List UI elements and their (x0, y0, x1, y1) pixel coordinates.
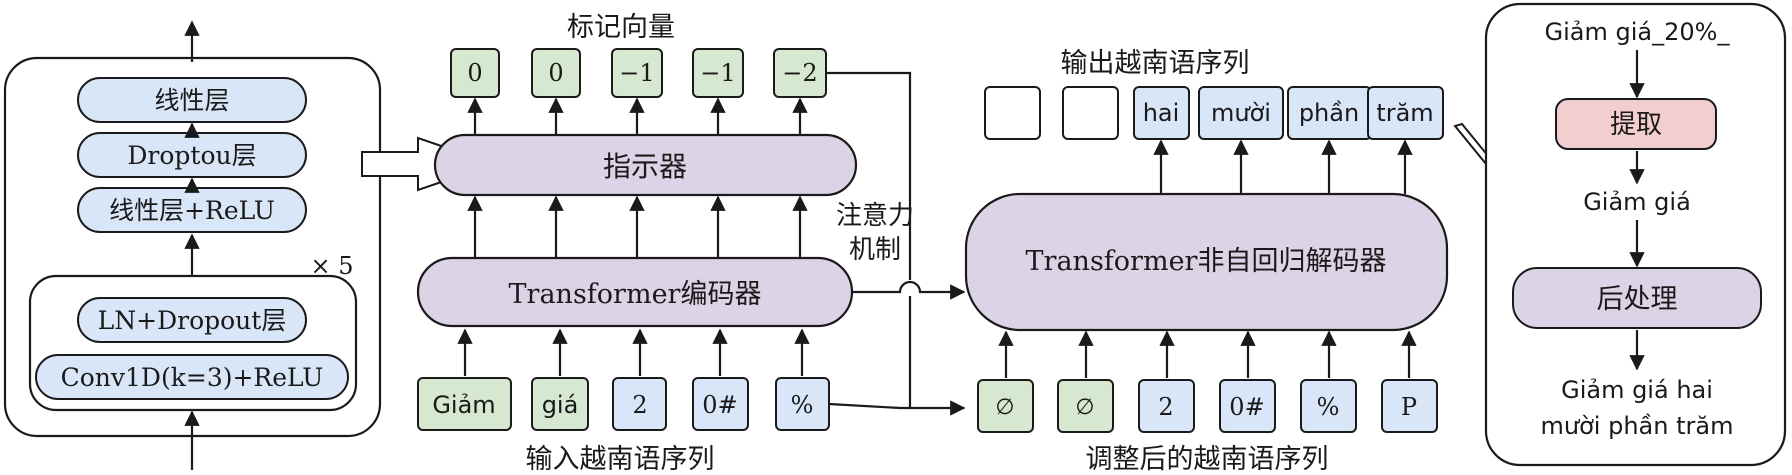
decoder-box: Transformer非自回归解码器 (964, 192, 1449, 332)
right-panel: Giảm giá_20%_ 提取 Giảm giá 后处理 Giảm giá h… (1484, 2, 1787, 467)
input-sequence: Giảm giá 2 0# % (417, 377, 830, 431)
svg-text:2: 2 (1158, 393, 1173, 421)
svg-text:0#: 0# (1229, 393, 1264, 421)
svg-text:−1: −1 (619, 59, 654, 87)
encoder-box: Transformer编码器 (416, 256, 854, 328)
dropout-layer-label: Droptou层 (127, 141, 256, 170)
adjusted-sequence-caption: 调整后的越南语序列 (1086, 444, 1329, 475)
attention-label-line1: 注意力 (836, 201, 914, 231)
ln-dropout-layer-label: LN+Dropout层 (98, 306, 287, 335)
output-token (1062, 86, 1119, 140)
pointer-label: 指示器 (603, 150, 687, 183)
adjusted-token: ∅ (977, 379, 1034, 433)
output-sequence: hai mười phần trăm (984, 86, 1444, 140)
input-token: 0# (692, 377, 749, 431)
output-token (984, 86, 1041, 140)
input-token: % (775, 377, 830, 431)
svg-text:P: P (1401, 393, 1417, 421)
output-token: phần (1287, 86, 1372, 140)
left-module: 线性层 Droptou层 线性层+ReLU × 5 LN+Dropout层 Co… (3, 20, 382, 470)
pointer-box: 指示器 (433, 133, 858, 197)
tag-cell: 0 (450, 48, 500, 98)
tag-vector: 0 0 −1 −1 −2 (450, 48, 827, 98)
tag-vector-title: 标记向量 (567, 12, 675, 43)
svg-text:%: % (791, 391, 814, 419)
dropout-layer-box: Droptou层 (77, 132, 307, 178)
attention-label-line2: 机制 (849, 235, 901, 265)
svg-text:giá: giá (542, 391, 579, 419)
svg-text:hai: hai (1143, 99, 1180, 127)
svg-text:%: % (1317, 393, 1340, 421)
result-text-line2: mười phần trăm (1541, 412, 1734, 440)
svg-text:−1: −1 (700, 59, 735, 87)
output-token: hai (1133, 86, 1190, 140)
input-sequence-caption: 输入越南语序列 (526, 444, 715, 475)
extract-box: 提取 (1555, 98, 1717, 150)
svg-text:mười: mười (1211, 99, 1271, 127)
linear-layer-box: 线性层 (77, 77, 307, 123)
svg-text:∅: ∅ (1075, 395, 1094, 420)
extracted-text: Giảm giá (1583, 188, 1691, 216)
output-sequence-caption: 输出越南语序列 (1061, 48, 1250, 79)
svg-text:0: 0 (548, 59, 563, 87)
repeat-block: LN+Dropout层 Conv1D(k=3)+ReLU (28, 274, 358, 412)
svg-text:0#: 0# (702, 391, 737, 419)
encoder-label: Transformer编码器 (509, 279, 762, 310)
tag-cell: −1 (611, 48, 663, 98)
linear-relu-layer-box: 线性层+ReLU (77, 187, 307, 233)
adjusted-sequence: ∅ ∅ 2 0# % P (977, 379, 1438, 433)
svg-text:−2: −2 (782, 59, 817, 87)
linear-layer-label: 线性层 (154, 86, 229, 115)
result-text-line1: Giảm giá hai (1561, 376, 1713, 404)
svg-text:trăm: trăm (1376, 99, 1433, 127)
input-token: 2 (612, 377, 667, 431)
raw-input-text: Giảm giá_20%_ (1545, 18, 1731, 46)
extract-label: 提取 (1610, 110, 1662, 140)
adjusted-token: P (1381, 379, 1438, 433)
adjusted-token: % (1300, 379, 1357, 433)
output-token: trăm (1367, 86, 1444, 140)
linear-relu-layer-label: 线性层+ReLU (109, 196, 275, 225)
svg-text:∅: ∅ (995, 395, 1014, 420)
ln-dropout-layer-box: LN+Dropout层 (77, 297, 307, 343)
connector-lines (826, 71, 966, 416)
tag-cell: 0 (531, 48, 581, 98)
conv1d-layer-box: Conv1D(k=3)+ReLU (35, 354, 349, 400)
svg-text:Giảm: Giảm (432, 391, 495, 419)
adjusted-token: 0# (1219, 379, 1276, 433)
tag-cell: −1 (692, 48, 744, 98)
tag-cell: −2 (773, 48, 827, 98)
svg-text:2: 2 (632, 391, 647, 419)
adjusted-token: 2 (1138, 379, 1195, 433)
postprocess-box: 后处理 (1512, 267, 1762, 329)
decoder-label: Transformer非自回归解码器 (1026, 246, 1387, 277)
input-token: giá (531, 377, 589, 431)
svg-text:0: 0 (467, 59, 482, 87)
conv1d-layer-label: Conv1D(k=3)+ReLU (61, 363, 324, 392)
postprocess-label: 后处理 (1597, 284, 1678, 315)
svg-text:phần: phần (1299, 99, 1359, 127)
input-token: Giảm (417, 377, 512, 431)
adjusted-token: ∅ (1057, 379, 1114, 433)
output-token: mười (1198, 86, 1284, 140)
